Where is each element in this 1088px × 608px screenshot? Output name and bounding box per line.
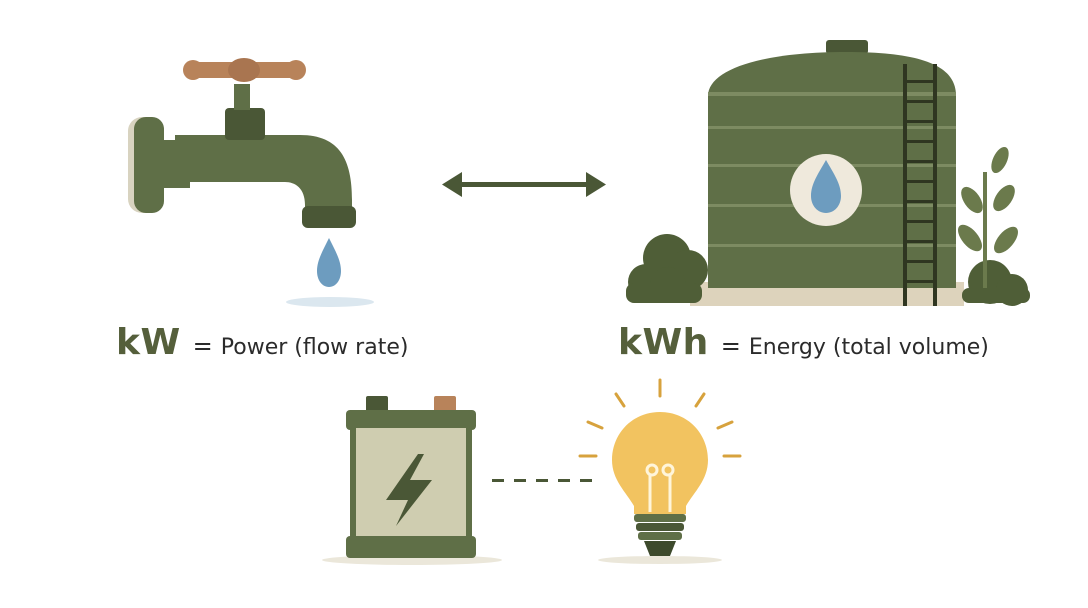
- water-tank-icon: [626, 40, 1030, 306]
- power-unit-label: kW: [116, 322, 181, 363]
- power-caption: kW = Power (flow rate): [116, 322, 408, 363]
- power-equals-sign: =: [192, 332, 213, 360]
- dashed-connector: [492, 479, 592, 482]
- energy-caption: kWh = Energy (total volume): [618, 322, 989, 363]
- faucet-icon: [128, 58, 374, 307]
- energy-description: Energy (total volume): [748, 335, 989, 360]
- energy-equals-sign: =: [720, 332, 741, 360]
- double-arrow-icon: [442, 172, 606, 197]
- energy-unit-label: kWh: [618, 322, 709, 363]
- power-description: Power (flow rate): [220, 335, 409, 360]
- battery-icon: [322, 396, 502, 565]
- water-drop-icon: [317, 238, 341, 287]
- light-bulb-icon: [578, 378, 742, 564]
